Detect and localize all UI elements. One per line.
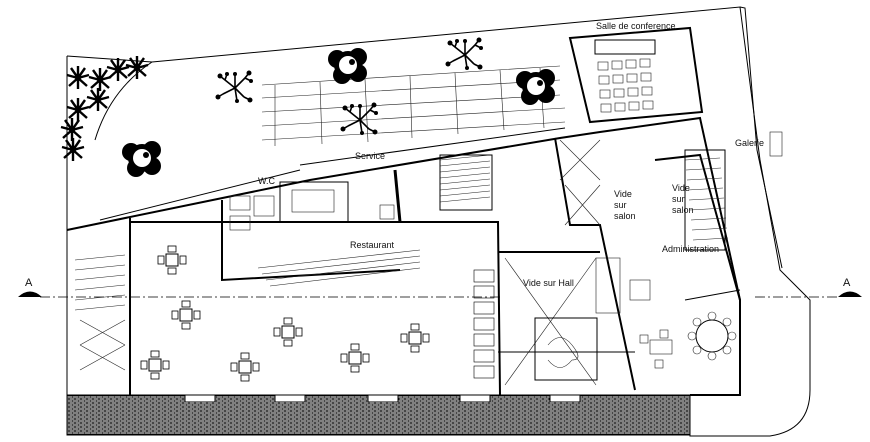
administration [639, 289, 741, 369]
table-set-icon [230, 352, 260, 382]
service-courtyard [99, 65, 566, 221]
vide-salon-1-line-2: sur [614, 200, 627, 210]
wc-block [229, 181, 395, 231]
palm-icon [65, 64, 91, 91]
section-marker-icon [838, 291, 862, 297]
bush-icon [516, 69, 555, 105]
section-label-right: A [843, 277, 851, 289]
restaurant-tables [140, 245, 495, 382]
conference-room [568, 26, 704, 124]
galerie-label: Galerie [735, 138, 764, 148]
terrace-openings [184, 394, 581, 403]
building-walls [66, 116, 741, 396]
tree-icon [339, 101, 379, 136]
table-set-icon [273, 317, 303, 347]
table-set-icon [340, 343, 370, 373]
restaurant-label: Restaurant [350, 240, 395, 250]
service-label: Service [355, 151, 385, 161]
vide-salon-2-line-2: sur [672, 194, 685, 204]
table-set-icon [171, 300, 201, 330]
section-line [18, 291, 862, 298]
vide-salon-2-line-1: Vide [672, 183, 690, 193]
wc-label: W.C [258, 176, 275, 186]
palm-icon [60, 136, 86, 163]
section-marker-icon [18, 291, 42, 297]
palm-icon [85, 86, 111, 113]
vide-hall-label: Vide sur Hall [523, 278, 574, 288]
vide-sur-hall [498, 257, 651, 386]
stair-icon [74, 139, 729, 371]
table-set-icon [157, 245, 187, 275]
tree-icon [444, 36, 484, 71]
vide-salon-1-line-3: salon [614, 211, 636, 221]
administration-label: Administration [662, 244, 719, 254]
palm-icon [65, 96, 91, 123]
palm-icon [59, 116, 85, 143]
table-set-icon [140, 350, 170, 380]
section-label-left: A [25, 277, 33, 289]
conference-label: Salle de conference [596, 21, 676, 31]
room-labels: Salle de conference Galerie Service W.C … [25, 21, 851, 289]
palm-icon [87, 66, 113, 93]
bush-icon [122, 141, 161, 177]
table-set-icon [400, 323, 430, 353]
vide-salon-1-line-1: Vide [614, 189, 632, 199]
tree-icon [214, 69, 254, 104]
vide-salon-2-line-3: salon [672, 205, 694, 215]
bush-icon [328, 48, 367, 84]
palm-icon [105, 56, 131, 83]
